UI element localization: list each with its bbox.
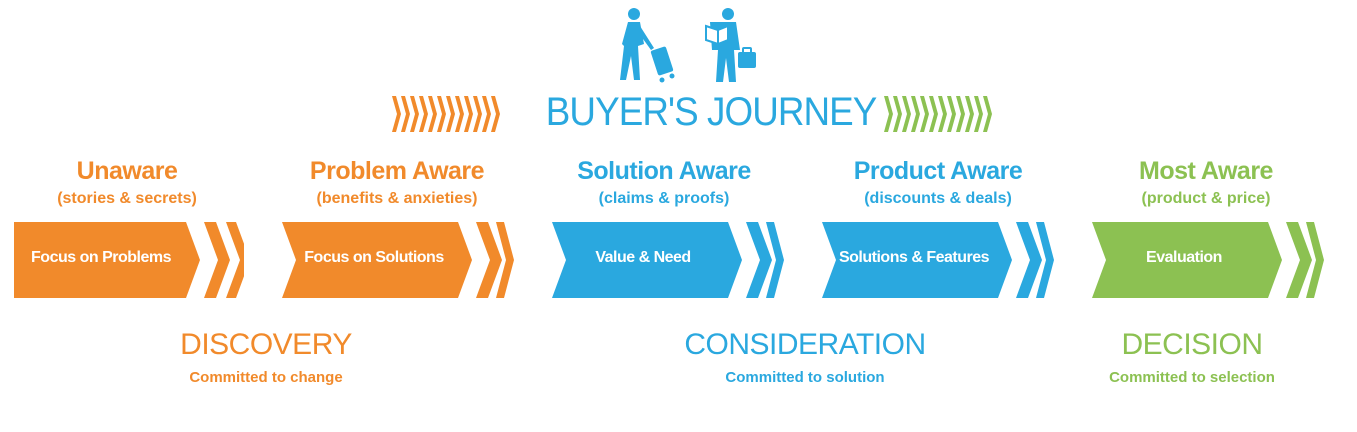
stage-arrow-solution-aware <box>552 222 784 298</box>
chevron-mark <box>929 96 938 132</box>
chevron-mark <box>884 96 893 132</box>
stage-subtitle-most-aware: (product & price) <box>1141 190 1271 207</box>
stage-label-unaware: Focus on Problems <box>31 249 171 266</box>
stage-title-solution-aware: Solution Aware <box>577 157 751 185</box>
chevron-mark <box>938 96 947 132</box>
stage-label-solution-aware: Value & Need <box>595 249 691 266</box>
travelers-illustration <box>620 8 756 83</box>
stage-title-most-aware: Most Aware <box>1139 157 1273 185</box>
green-chevrons-icon <box>884 96 992 132</box>
chevron-mark <box>419 96 428 132</box>
stage-title-unaware: Unaware <box>76 157 178 185</box>
stage-arrow-unaware <box>14 222 244 298</box>
chevron-mark <box>482 96 491 132</box>
chevron-mark <box>392 96 401 132</box>
page-title: BUYER'S JOURNEY <box>545 90 878 134</box>
stage-label-most-aware: Evaluation <box>1146 249 1222 266</box>
chevron-mark <box>428 96 437 132</box>
stage-label-problem-aware: Focus on Solutions <box>304 249 444 266</box>
chevron-mark <box>911 96 920 132</box>
chevron-mark <box>974 96 983 132</box>
stage-arrow-most-aware <box>1092 222 1324 298</box>
stage-subtitle-problem-aware: (benefits & anxieties) <box>316 190 478 207</box>
stage-subtitle-unaware: (stories & secrets) <box>57 190 197 207</box>
stage-arrow-problem-aware <box>282 222 514 298</box>
chevron-mark <box>464 96 473 132</box>
traveler-reading-map-icon <box>705 8 756 82</box>
chevron-mark <box>965 96 974 132</box>
chevron-mark <box>491 96 500 132</box>
chevron-mark <box>473 96 482 132</box>
phase-title-decision: DECISION <box>1121 328 1263 361</box>
chevron-mark <box>920 96 929 132</box>
stage-title-problem-aware: Problem Aware <box>309 157 485 185</box>
stage-arrow-product-aware <box>822 222 1054 298</box>
phase-subtitle-consideration: Committed to solution <box>725 369 885 386</box>
chevron-mark <box>956 96 965 132</box>
stage-title-product-aware: Product Aware <box>853 157 1023 185</box>
phase-subtitle-decision: Committed to selection <box>1109 369 1275 386</box>
chevron-mark <box>446 96 455 132</box>
stage-label-product-aware: Solutions & Features <box>838 249 990 266</box>
chevron-mark <box>410 96 419 132</box>
chevron-mark <box>401 96 410 132</box>
chevron-mark <box>983 96 992 132</box>
chevron-mark <box>947 96 956 132</box>
chevron-mark <box>437 96 446 132</box>
phase-title-consideration: CONSIDERATION <box>684 328 926 361</box>
phase-title-discovery: DISCOVERY <box>180 328 352 361</box>
stage-subtitle-solution-aware: (claims & proofs) <box>598 190 730 207</box>
stage-subtitle-product-aware: (discounts & deals) <box>864 190 1012 207</box>
orange-chevrons-icon <box>392 96 500 132</box>
walking-traveler-with-suitcase-icon <box>620 8 675 83</box>
chevron-mark <box>902 96 911 132</box>
chevron-mark <box>455 96 464 132</box>
chevron-mark <box>893 96 902 132</box>
phase-subtitle-discovery: Committed to change <box>189 369 343 386</box>
